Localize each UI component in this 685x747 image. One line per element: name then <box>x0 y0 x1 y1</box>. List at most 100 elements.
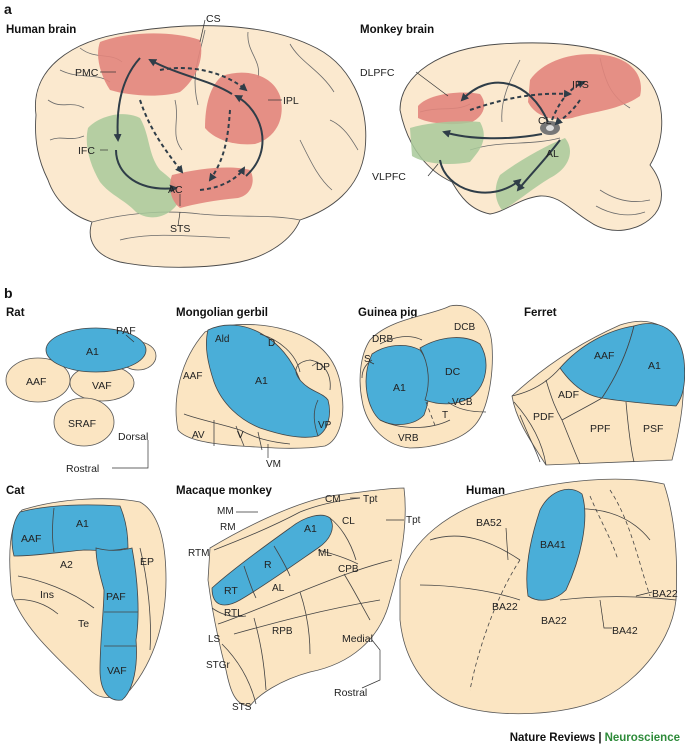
macaque-tpt1-label: Tpt <box>363 494 378 505</box>
rat-dorsal-label: Dorsal <box>118 431 148 443</box>
human-cs-label: CS <box>206 13 221 25</box>
monkey-dlpfc-label: DLPFC <box>360 67 395 79</box>
human-ac-region <box>170 167 253 208</box>
macaque-cpb-label: CPB <box>338 564 359 575</box>
cat-paf-vaf-area <box>95 547 139 701</box>
human-ifc-label: IFC <box>78 145 95 157</box>
macaque-a1-label: A1 <box>304 523 317 535</box>
gerbil-a1-area <box>206 324 330 438</box>
monkey-ips-label: IPS <box>572 79 589 91</box>
panel-a-label: a <box>4 1 12 17</box>
macaque-title: Macaque monkey <box>176 485 272 497</box>
macaque-diagram: Macaque monkey MM CM Tpt Tpt RM A1 CL RT… <box>176 485 421 713</box>
journal-section: Neuroscience <box>605 732 680 744</box>
guinea-pig-t-label: T <box>442 410 448 421</box>
monkey-brain-title: Monkey brain <box>360 24 434 36</box>
rat-sraf-label: SRAF <box>68 418 96 430</box>
journal-name: Nature Reviews <box>510 732 596 744</box>
human-ac-label: AC <box>168 184 183 196</box>
rat-vaf-label: VAF <box>92 380 112 392</box>
monkey-vlpfc-label: VLPFC <box>372 171 406 183</box>
rat-rostral-label: Rostral <box>66 463 99 475</box>
cat-ep-label: EP <box>140 556 154 568</box>
human-sts-label: STS <box>170 223 190 235</box>
rat-aaf-label: AAF <box>26 376 46 388</box>
ferret-a1-area <box>601 323 685 407</box>
ferret-a1-label: A1 <box>648 360 661 372</box>
macaque-rpb-label: RPB <box>272 626 293 637</box>
journal-separator: | <box>598 732 601 744</box>
macaque-core-area <box>211 514 333 606</box>
ferret-ppf-label: PPF <box>590 423 610 435</box>
gerbil-av-label: AV <box>192 430 205 441</box>
cat-title: Cat <box>6 485 25 497</box>
gerbil-vp-label: VP <box>318 420 332 431</box>
cat-aaf-label: AAF <box>21 533 41 545</box>
panel-b-label: b <box>4 285 13 301</box>
gerbil-title: Mongolian gerbil <box>176 307 268 319</box>
human-title: Human <box>466 485 505 497</box>
gerbil-vm-label: VM <box>266 459 281 470</box>
rat-sraf-area <box>53 397 115 447</box>
guinea-pig-drb-label: DRB <box>372 334 393 345</box>
rat-a1-area <box>45 327 147 373</box>
human-auditory-diagram: Human BA52 BA41 BA22 BA22 BA22 BA42 <box>399 478 678 715</box>
human-ipl-region <box>205 72 282 145</box>
macaque-al-label: AL <box>272 583 285 594</box>
guinea-pig-diagram: Guinea pig DRB DCB S DC A1 VCB T VRB <box>358 304 493 449</box>
guinea-pig-dc-label: DC <box>445 366 461 378</box>
macaque-r-label: R <box>264 559 272 571</box>
human-ba22a-label: BA22 <box>492 601 518 613</box>
ferret-aaf-label: AAF <box>594 350 614 362</box>
gerbil-d-label: D <box>268 338 275 349</box>
cat-a1-aaf-area <box>11 504 129 557</box>
macaque-sts-label: STS <box>232 702 252 713</box>
ferret-diagram: Ferret AAF A1 ADF PDF PPF PSF <box>511 307 685 466</box>
macaque-rt-label: RT <box>224 585 238 597</box>
rat-paf-label: PAF <box>116 325 136 337</box>
human-ba22b-label: BA22 <box>541 615 567 627</box>
ferret-pdf-label: PDF <box>533 411 554 423</box>
cat-a1-label: A1 <box>76 518 89 530</box>
guinea-pig-a1-label: A1 <box>393 382 406 394</box>
macaque-cm-label: CM <box>325 494 341 505</box>
macaque-stgr-label: STGr <box>206 660 231 671</box>
guinea-pig-vcb-label: VCB <box>452 397 473 408</box>
macaque-mm-label: MM <box>217 506 234 517</box>
macaque-ml-label: ML <box>318 548 332 559</box>
ferret-title: Ferret <box>524 307 557 319</box>
macaque-rtm-label: RTM <box>188 548 209 559</box>
macaque-medial-label: Medial <box>342 633 373 645</box>
macaque-outline <box>207 487 406 707</box>
ferret-psf-label: PSF <box>643 423 663 435</box>
guinea-pig-dc-area <box>419 337 487 405</box>
monkey-vlpfc-region <box>410 121 484 164</box>
macaque-rm-label: RM <box>220 522 236 533</box>
monkey-al-label: AL <box>546 148 559 160</box>
human-ipl-label: IPL <box>283 95 299 107</box>
human-ba22c-label: BA22 <box>652 588 678 600</box>
guinea-pig-vrb-label: VRB <box>398 433 419 444</box>
cat-ins-label: Ins <box>40 589 54 601</box>
cat-a2-label: A2 <box>60 559 73 571</box>
human-ba42-label: BA42 <box>612 625 638 637</box>
monkey-cl-label: CL <box>538 115 552 127</box>
monkey-brain-diagram: Monkey brain DLPFC IPS CL AL VLPFC <box>360 24 663 231</box>
human-brain-diagram: Human brain CS PMC IPL IFC AC STS <box>6 13 367 268</box>
macaque-rostral-label: Rostral <box>334 687 367 699</box>
journal-credit: Nature Reviews| Neuroscience <box>510 732 680 744</box>
rat-diagram: Rat PAF A1 AAF VAF SRAF Dorsal Rostral <box>5 307 157 475</box>
macaque-tpt2-label: Tpt <box>406 515 421 526</box>
macaque-ls-label: LS <box>208 634 221 645</box>
cat-vaf-label: VAF <box>107 665 127 677</box>
cat-diagram: Cat AAF A1 A2 PAF EP Ins Te VAF <box>6 485 167 701</box>
gerbil-dp-label: DP <box>316 362 330 373</box>
rat-title: Rat <box>6 307 25 319</box>
human-pmc-label: PMC <box>75 67 99 79</box>
guinea-pig-s-label: S <box>364 354 371 365</box>
human-ba41-label: BA41 <box>540 539 566 551</box>
gerbil-aaf-label: AAF <box>183 371 202 382</box>
guinea-pig-dcb-label: DCB <box>454 322 475 333</box>
rat-a1-label: A1 <box>86 346 99 358</box>
